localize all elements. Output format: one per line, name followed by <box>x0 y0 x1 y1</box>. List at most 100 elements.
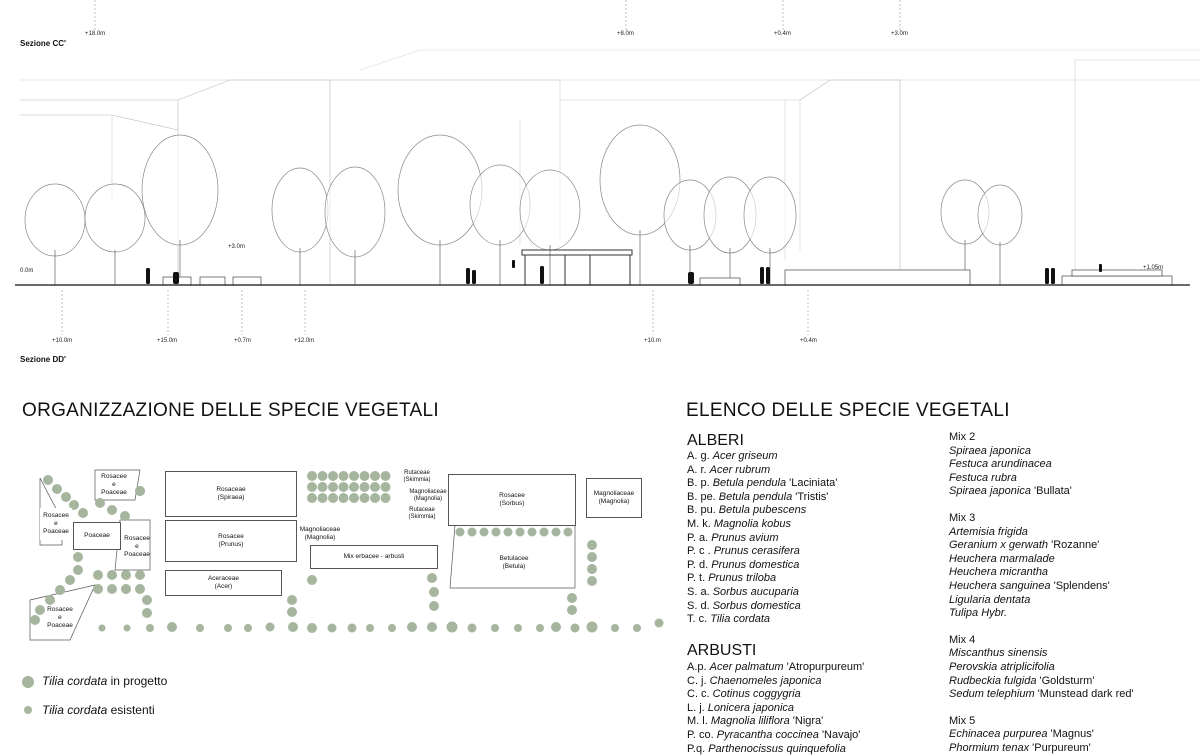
species-cultivar: 'Laciniata' <box>786 477 838 490</box>
mix-item: Echinacea purpurea 'Magnus' <box>949 728 1134 742</box>
tree-dot <box>317 471 328 481</box>
species-name: Magnolia liliflora <box>710 715 790 728</box>
tree-dot <box>467 623 477 633</box>
elevation-label: +10.m <box>644 338 661 344</box>
mix-item: Perovskia atriplicifolia <box>949 661 1134 675</box>
tree-dot <box>587 576 597 586</box>
species-item: P. d. Prunus domestica <box>687 559 837 573</box>
elevation-label: +10.0m <box>52 338 73 344</box>
elevation-label: +0.4m <box>774 31 791 37</box>
tree-dot <box>244 624 252 632</box>
species-item: T. c. Tilia cordata <box>687 613 837 627</box>
mix-item: Heuchera micrantha <box>949 566 1134 580</box>
tree-dot <box>307 623 317 633</box>
tree-dot <box>43 475 53 485</box>
section-dd-label: Sezione DD' <box>20 355 66 364</box>
tree-dot <box>347 623 357 633</box>
species-item: B. p. Betula pendula 'Laciniata' <box>687 477 837 491</box>
elevation-label: +0.7m <box>234 338 251 344</box>
mix-item: Artemisia frigida <box>949 526 1134 540</box>
tree-dot <box>98 624 106 632</box>
zone-rutaceae: Rutaceae (Skimmia) <box>408 507 436 520</box>
species-name: Prunus triloba <box>708 572 777 585</box>
tree-dot <box>142 608 152 618</box>
alberi-heading: ALBERI <box>687 432 744 449</box>
species-cultivar: 'Rozanne' <box>1048 539 1100 552</box>
tree-dot <box>563 527 573 537</box>
zone-rosaceae-spiraea: Rosaceae (Spiraea) <box>165 471 297 517</box>
species-name: Acer palmatum <box>709 661 784 673</box>
tree-dot <box>479 527 489 537</box>
species-abbr: S. a. <box>687 585 713 598</box>
species-item: A. r. Acer rubrum <box>687 464 837 478</box>
species-item: L. j. Lonicera japonica <box>687 702 864 716</box>
zone-rosacee-sorbus: Rosacee (Sorbus) <box>448 474 576 526</box>
tree-dot <box>654 618 664 628</box>
tree-dot <box>551 622 561 632</box>
tree-dot <box>539 527 549 537</box>
tree-dot <box>307 471 317 481</box>
arbusti-list: A.p. Acer palmatum 'Atropurpureum'C. j. … <box>687 661 864 756</box>
mix-item: Tulipa Hybr. <box>949 607 1134 621</box>
species-item: B. pe. Betula pendula 'Tristis' <box>687 491 837 505</box>
tree-dot <box>52 484 62 494</box>
species-cultivar: 'Tristis' <box>792 490 829 503</box>
tree-dot <box>107 505 117 515</box>
ground-elevation-label: 0.0m <box>20 268 34 274</box>
mix-item: Ligularia dentata <box>949 594 1134 608</box>
species-item: M. l. Magnolia liliflora 'Nigra' <box>687 715 864 729</box>
species-name: Heuchera sanguinea <box>949 579 1051 592</box>
mix-item: Miscanthus sinensis <box>949 647 1134 661</box>
tree-dot <box>380 493 391 503</box>
tree-dot <box>142 595 152 605</box>
species-abbr: P. d. <box>687 558 712 571</box>
mix-item: Geranium x gerwath 'Rozanne' <box>949 539 1134 553</box>
tree-dot <box>317 482 328 492</box>
species-name: Phormium tenax <box>949 741 1030 754</box>
tree-dot <box>586 621 598 633</box>
tree-dot <box>55 585 65 595</box>
tree-dot <box>551 527 561 537</box>
tree-dot <box>567 593 577 603</box>
zone-rosacee-prunus: Rosacee (Prunus) <box>165 520 297 562</box>
arbusti-heading: ARBUSTI <box>687 642 757 659</box>
mix-item: Rudbeckia fulgida 'Goldsturm' <box>949 675 1134 689</box>
tree-dot <box>370 482 380 492</box>
tree-dot <box>611 624 619 632</box>
zone-rosacee-poaceae: Rosacee e Poaceae <box>47 606 73 629</box>
species-name: Sedum telephium <box>949 688 1035 701</box>
tree-dot <box>338 482 349 492</box>
tree-dot <box>135 584 145 594</box>
mix-item: Sedum telephium 'Munstead dark red' <box>949 688 1134 702</box>
species-name: Spiraea japonica <box>949 444 1031 457</box>
tree-dot <box>349 482 359 492</box>
species-abbr: P. a. <box>687 531 712 544</box>
tree-dot <box>93 584 103 594</box>
zone-mix-erbacee-arbusti: Mix erbacee - arbusti <box>310 545 438 569</box>
tree-dot <box>467 527 477 537</box>
species-item: S. d. Sorbus domestica <box>687 600 837 614</box>
species-abbr: P.q. <box>687 742 709 755</box>
mix-item: Festuca rubra <box>949 472 1134 486</box>
mix-heading: Mix 5 <box>949 714 976 727</box>
tree-dot <box>359 482 370 492</box>
tree-dot <box>515 527 525 537</box>
tree-dot <box>120 511 130 521</box>
zone-magnoliaceae: Magnoliaceae (Magnolia) <box>299 526 341 541</box>
tree-dot <box>388 624 396 632</box>
tree-dot <box>287 595 297 605</box>
species-name: Spiraea japonica <box>949 485 1031 498</box>
tree-dot <box>121 570 131 580</box>
mix-item: Heuchera sanguinea 'Splendens' <box>949 580 1134 594</box>
tree-dot <box>380 482 391 492</box>
tree-dot <box>135 570 145 580</box>
species-cultivar: 'Purpureum' <box>1029 741 1091 754</box>
tree-dot <box>30 615 40 625</box>
tree-dot <box>307 482 317 492</box>
tree-dot <box>328 482 338 492</box>
tree-dot <box>107 570 117 580</box>
elevation-label: +3.0m <box>228 244 245 250</box>
species-name: Geranium x gerwath <box>949 539 1049 552</box>
